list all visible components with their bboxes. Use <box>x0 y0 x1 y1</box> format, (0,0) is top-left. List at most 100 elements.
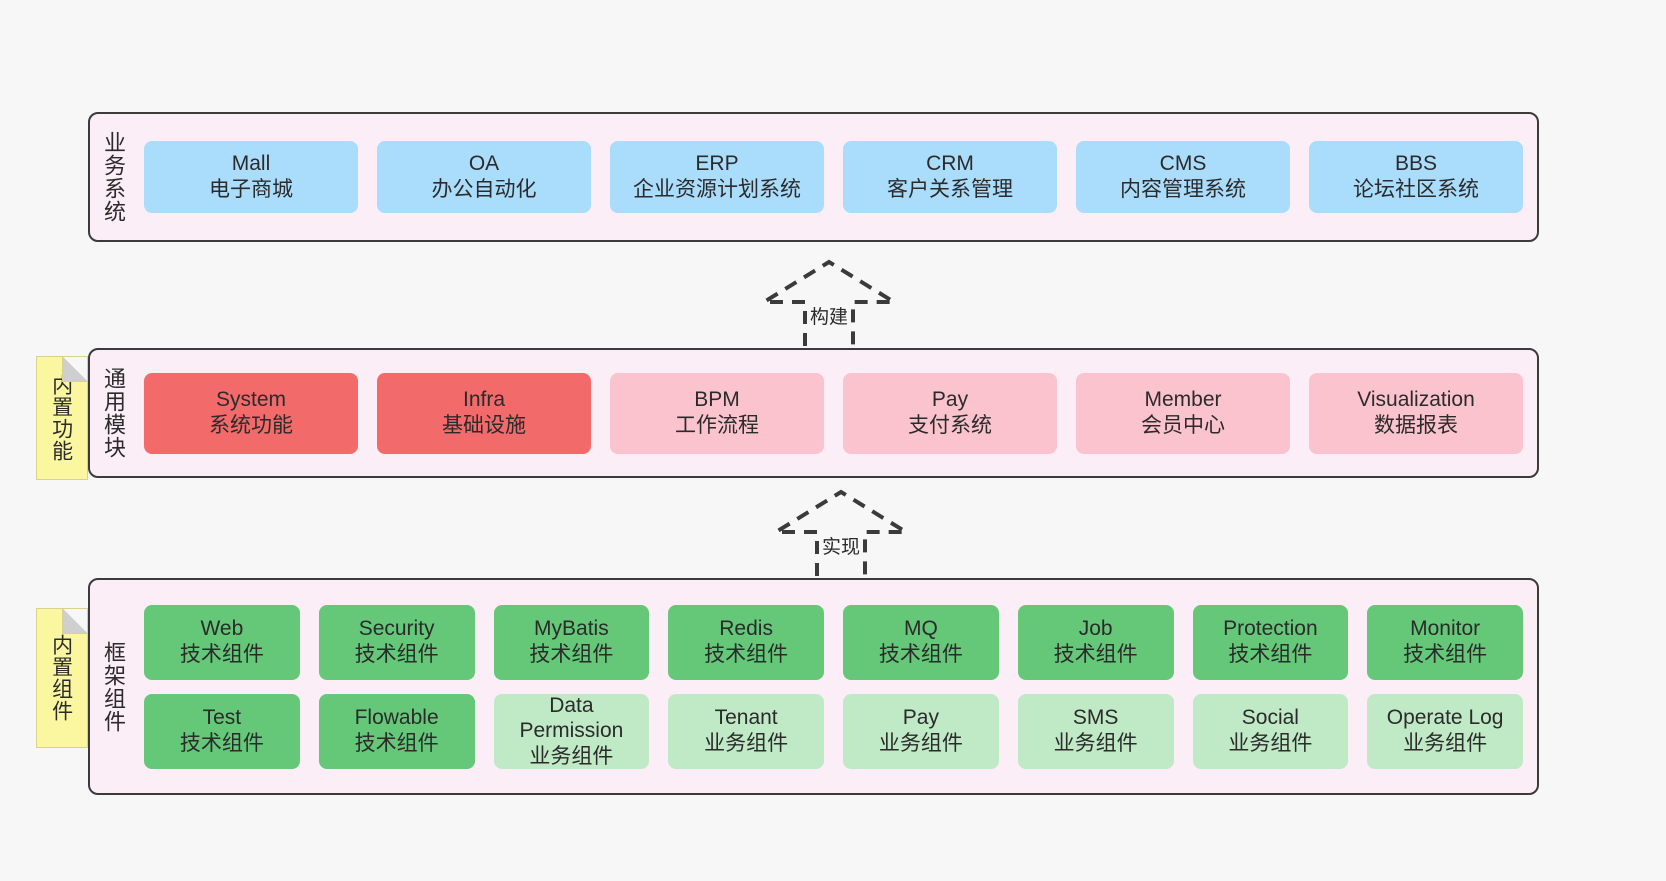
card-system[interactable]: System 系统功能 <box>144 372 358 454</box>
layer-business-systems: 业务系统 Mall 电子商城 OA 办公自动化 ERP 企业资源计划系统 CRM… <box>88 112 1539 242</box>
card-crm[interactable]: CRM 客户关系管理 <box>843 141 1057 213</box>
card-tenant[interactable]: Tenant 业务组件 <box>668 693 824 769</box>
card-member[interactable]: Member 会员中心 <box>1076 372 1290 454</box>
card-infra[interactable]: Infra 基础设施 <box>377 372 591 454</box>
card-mybatis[interactable]: MyBatis 技术组件 <box>493 604 650 680</box>
card-title-cn: 技术组件 <box>529 643 614 666</box>
card-title-cn: 会员中心 <box>1141 414 1225 437</box>
card-title-en: Data Permission <box>519 693 624 743</box>
layer-title-business: 业务系统 <box>100 131 126 223</box>
card-title-en: System <box>215 388 286 412</box>
card-title-cn: 技术组件 <box>878 643 963 666</box>
card-title-en: Visualization <box>1357 388 1475 412</box>
card-social[interactable]: Social 业务组件 <box>1192 693 1349 769</box>
connector-build-arrow: 构建 <box>758 258 900 348</box>
card-title-cn: 技术组件 <box>179 643 264 666</box>
layer-common-modules: 通用模块 System 系统功能 Infra 基础设施 BPM 工作流程 Pay… <box>88 348 1539 478</box>
card-title-en: BBS <box>1394 152 1438 176</box>
card-title-en: MyBatis <box>534 617 609 641</box>
card-title-en: MQ <box>903 617 938 641</box>
card-title-cn: 企业资源计划系统 <box>633 178 801 201</box>
card-title-cn: 客户关系管理 <box>887 178 1013 201</box>
card-title-cn: 数据报表 <box>1374 414 1458 437</box>
card-title-cn: 办公自动化 <box>431 178 537 201</box>
card-title-en: Monitor <box>1410 617 1481 641</box>
card-title-en: SMS <box>1072 706 1119 730</box>
card-flowable[interactable]: Flowable 技术组件 <box>318 693 475 769</box>
card-title-en: Tenant <box>714 706 778 730</box>
card-title-cn: 技术组件 <box>1228 643 1313 666</box>
card-oa[interactable]: OA 办公自动化 <box>377 141 591 213</box>
card-visualization[interactable]: Visualization 数据报表 <box>1309 372 1523 454</box>
card-security[interactable]: Security 技术组件 <box>318 604 475 680</box>
card-pay[interactable]: Pay 支付系统 <box>843 372 1057 454</box>
card-data-permission[interactable]: Data Permission 业务组件 <box>493 693 650 769</box>
card-title-en: Infra <box>462 388 506 412</box>
card-title-cn: 技术组件 <box>354 732 439 755</box>
card-title-en: Redis <box>719 617 773 641</box>
card-job[interactable]: Job 技术组件 <box>1017 604 1174 680</box>
note-builtin-component: 内置组件 <box>36 608 88 748</box>
note-label: 内置组件 <box>49 634 73 722</box>
card-cms[interactable]: CMS 内容管理系统 <box>1076 141 1290 213</box>
card-title-cn: 基础设施 <box>442 414 526 437</box>
card-title-cn: 业务组件 <box>878 732 963 755</box>
card-title-cn: 电子商城 <box>209 178 293 201</box>
card-title-en: Operate Log <box>1386 706 1504 730</box>
card-title-en: Pay <box>902 706 939 730</box>
card-bpm[interactable]: BPM 工作流程 <box>610 372 824 454</box>
card-sms[interactable]: SMS 业务组件 <box>1017 693 1174 769</box>
card-title-en: Pay <box>931 388 969 412</box>
card-title-en: Flowable <box>354 706 439 730</box>
card-operate-log[interactable]: Operate Log 业务组件 <box>1367 693 1523 769</box>
card-title-en: Test <box>202 706 242 730</box>
card-row: Mall 电子商城 OA 办公自动化 ERP 企业资源计划系统 CRM 客户关系… <box>144 141 1523 213</box>
card-monitor[interactable]: Monitor 技术组件 <box>1367 604 1523 680</box>
layer-title-common: 通用模块 <box>100 367 126 459</box>
card-title-en: CMS <box>1159 152 1207 176</box>
card-title-en: Member <box>1144 388 1222 412</box>
layer-body-frame: Web 技术组件 Security 技术组件 MyBatis 技术组件 Redi… <box>136 580 1537 793</box>
card-title-cn: 技术组件 <box>179 732 264 755</box>
card-title-cn: 业务组件 <box>529 744 614 768</box>
card-title-cn: 论坛社区系统 <box>1353 178 1479 201</box>
card-title-en: ERP <box>695 152 739 176</box>
card-title-cn: 技术组件 <box>1053 643 1138 666</box>
note-label: 内置功能 <box>49 374 73 462</box>
card-row: Web 技术组件 Security 技术组件 MyBatis 技术组件 Redi… <box>144 604 1523 680</box>
card-title-cn: 支付系统 <box>908 414 992 437</box>
card-title-en: Web <box>200 617 244 641</box>
card-title-cn: 技术组件 <box>354 643 439 666</box>
card-title-cn: 技术组件 <box>1403 643 1488 666</box>
card-title-cn: 业务组件 <box>1053 732 1138 755</box>
card-protection[interactable]: Protection 技术组件 <box>1192 604 1349 680</box>
card-bbs[interactable]: BBS 论坛社区系统 <box>1309 141 1523 213</box>
card-redis[interactable]: Redis 技术组件 <box>668 604 824 680</box>
card-title-cn: 工作流程 <box>675 414 759 437</box>
connector-implement-arrow: 实现 <box>770 488 912 578</box>
card-row: Test 技术组件 Flowable 技术组件 Data Permission … <box>144 693 1523 769</box>
layer-framework-components: 框架组件 Web 技术组件 Security 技术组件 MyBatis 技术组件… <box>88 578 1539 795</box>
card-title-cn: 技术组件 <box>704 643 789 666</box>
card-test[interactable]: Test 技术组件 <box>144 693 300 769</box>
card-title-en: CRM <box>926 152 974 176</box>
card-mq[interactable]: MQ 技术组件 <box>843 604 999 680</box>
card-pay-business[interactable]: Pay 业务组件 <box>843 693 999 769</box>
card-title-en: Job <box>1078 617 1113 641</box>
card-title-en: Social <box>1241 706 1299 730</box>
layer-title-frame: 框架组件 <box>100 640 126 733</box>
card-title-en: OA <box>468 152 500 176</box>
card-title-en: BPM <box>694 388 740 412</box>
card-title-cn: 业务组件 <box>704 732 789 755</box>
card-title-cn: 系统功能 <box>209 414 293 437</box>
card-erp[interactable]: ERP 企业资源计划系统 <box>610 141 824 213</box>
card-mall[interactable]: Mall 电子商城 <box>144 141 358 213</box>
layer-body-business: Mall 电子商城 OA 办公自动化 ERP 企业资源计划系统 CRM 客户关系… <box>136 114 1537 240</box>
card-title-en: Mall <box>231 152 271 176</box>
card-title-cn: 业务组件 <box>1403 732 1488 755</box>
note-builtin-function: 内置功能 <box>36 356 88 480</box>
card-title-en: Protection <box>1223 617 1318 641</box>
card-web[interactable]: Web 技术组件 <box>144 604 300 680</box>
card-title-cn: 业务组件 <box>1228 732 1313 755</box>
